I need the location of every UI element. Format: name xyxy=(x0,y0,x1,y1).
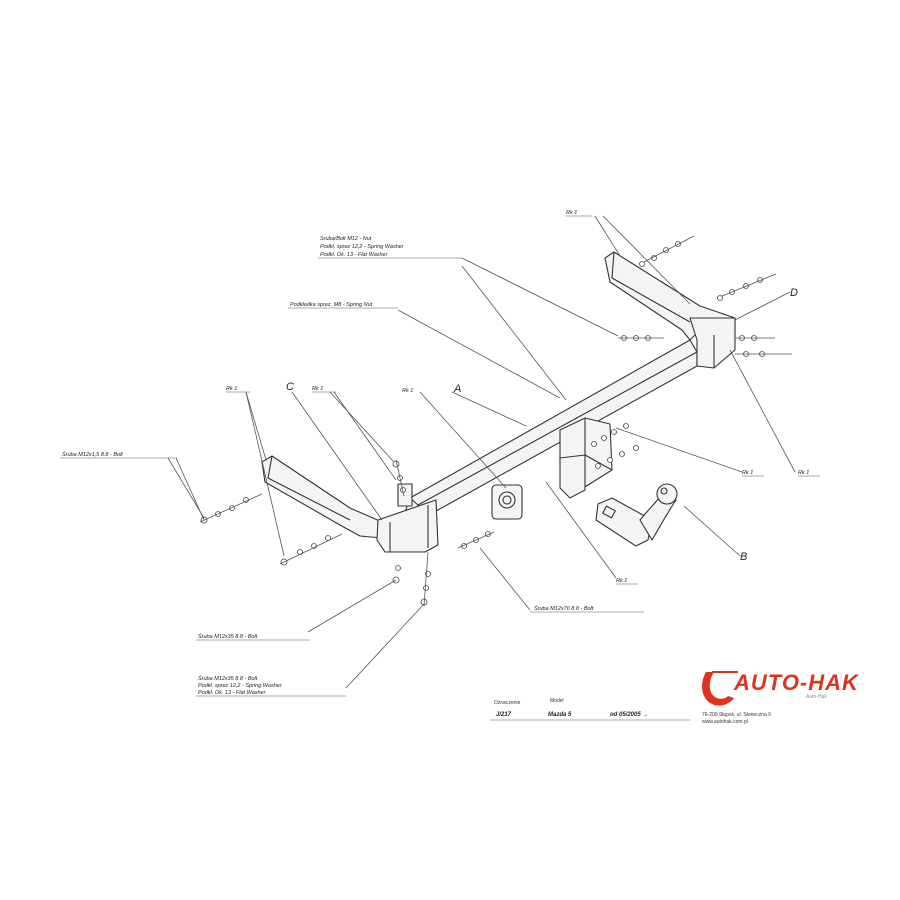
bolt-set-top-left xyxy=(392,459,406,497)
note-left-bolt: Śruba M12x1,5 8.8 - Bolt xyxy=(62,451,123,458)
note-top-line2: Podkł. sprez 12,2 - Spring Washer xyxy=(320,244,405,250)
rys1-label-left-b: Rk 1 xyxy=(312,386,323,392)
brand-logo: AUTO-HAK Auto-Hak 76-200 Słupsk, ul. Sło… xyxy=(702,670,860,725)
logo-swoosh-icon xyxy=(702,672,734,706)
title-col2-value: Mazda 5 xyxy=(548,712,572,718)
part-letter-d: D xyxy=(790,287,798,299)
bolt-set-left xyxy=(199,493,343,566)
title-col3-value: od 05/2005 → xyxy=(610,712,648,718)
right-side-bracket xyxy=(604,251,736,369)
part-letters: A B C D xyxy=(286,287,798,563)
rys1-label-top: Rk 1 xyxy=(566,210,577,216)
title-col1-header: Oznaczenie xyxy=(494,700,521,706)
logo-contact-line2: www.autohak.com.pl xyxy=(702,719,748,725)
note-top-line1: Sruba/Bolt M12 - Nut xyxy=(320,236,372,242)
socket-plate xyxy=(491,484,523,520)
part-letter-a: A xyxy=(453,383,461,395)
center-hitch-mount xyxy=(559,417,613,499)
bolt-set-top-right-a xyxy=(639,235,695,267)
bolt-set-center-low xyxy=(457,531,495,549)
rys1-label-mid: Rk 1 xyxy=(402,388,413,394)
rys1-label-right-b: Rk 1 xyxy=(798,470,809,476)
title-col1-value: J/217 xyxy=(496,712,512,718)
main-crossbeam xyxy=(404,339,698,521)
bolt-set-top-center xyxy=(618,335,664,341)
bolt-set-center-right xyxy=(591,423,639,469)
part-letter-c: C xyxy=(286,381,294,393)
leader-lines xyxy=(167,215,796,689)
rys1-label-left-a: Rk 1 xyxy=(226,386,237,392)
note-top-line3: Podkł. Ok. 13 - Flat Washer xyxy=(320,252,389,258)
hardware-notes: Sruba/Bolt M12 - Nut Podkł. sprez 12,2 -… xyxy=(60,236,644,697)
bolt-set-top-right-b xyxy=(717,273,777,301)
bolt-set-bottom xyxy=(392,551,431,607)
note-spring-nut: Podkładka sprez. M8 - Spring Nut xyxy=(290,302,373,308)
note-bottom-line2: Podkł. sprez 12,2 - Spring Washer xyxy=(198,683,283,689)
bolt-set-right-c xyxy=(735,335,792,357)
rys1-label-right-a: Rk 1 xyxy=(742,470,753,476)
logo-text: AUTO-HAK xyxy=(733,670,860,695)
logo-subtext: Auto-Hak xyxy=(806,694,827,700)
note-bottom-left-bolt: Śruba M12x35 8.8 - Bolt xyxy=(198,633,258,640)
rys1-labels: Rk 1 Rk 1 Rk 1 Rk 1 Rk 1 Rk 1 Rk 1 xyxy=(226,210,820,585)
logo-contact-line1: 76-200 Słupsk, ul. Słoneczna 9 xyxy=(702,712,771,718)
note-center-bolt: Śruba M12x70 8.8 - Bolt xyxy=(534,605,594,612)
title-col2-header: Model xyxy=(550,698,564,704)
left-side-bracket xyxy=(261,455,439,553)
part-letter-b: B xyxy=(740,551,747,563)
rys1-label-bottom: Rk 1 xyxy=(616,578,627,584)
tow-ball-hook xyxy=(595,483,678,547)
title-block: Oznaczenie Model J/217 Mazda 5 od 05/200… xyxy=(490,698,690,721)
note-bottom-line3: Podkł. Ok. 13 - Flat Washer xyxy=(198,690,267,696)
note-bottom-line1: Śruba M12x35 8.8 - Bolt xyxy=(198,675,258,682)
